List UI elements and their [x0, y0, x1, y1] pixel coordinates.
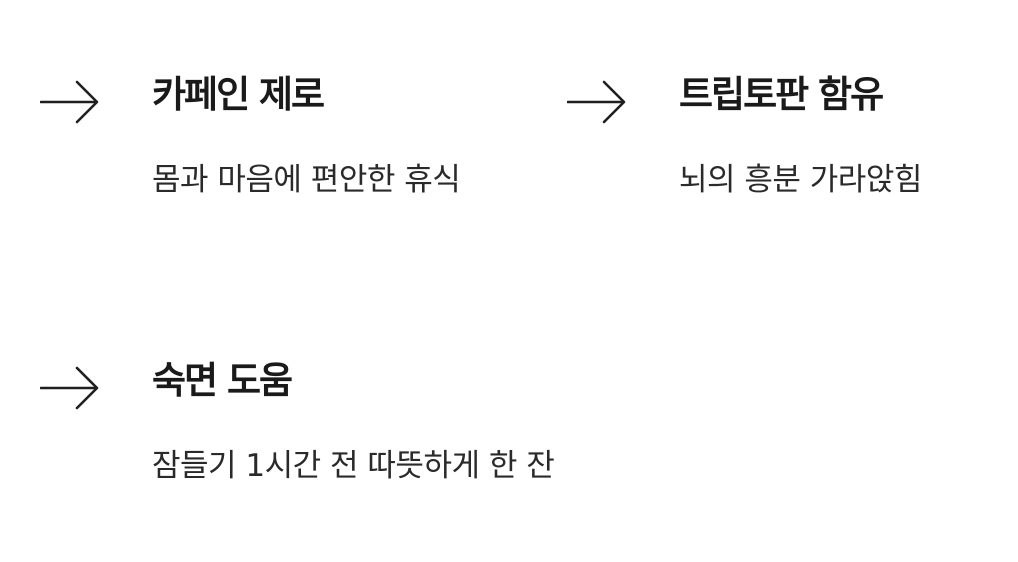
feature-description: 뇌의 흥분 가라앉힘: [679, 162, 922, 198]
arrow-right-icon: [567, 77, 627, 127]
arrow-right-icon: [40, 363, 100, 413]
feature-title: 트립토판 함유: [679, 73, 884, 116]
feature-description: 잠들기 1시간 전 따뜻하게 한 잔: [152, 448, 555, 484]
feature-title: 숙면 도움: [152, 359, 293, 402]
feature-description: 몸과 마음에 편안한 휴식: [152, 162, 461, 198]
feature-title: 카페인 제로: [152, 73, 325, 116]
arrow-right-icon: [40, 77, 100, 127]
